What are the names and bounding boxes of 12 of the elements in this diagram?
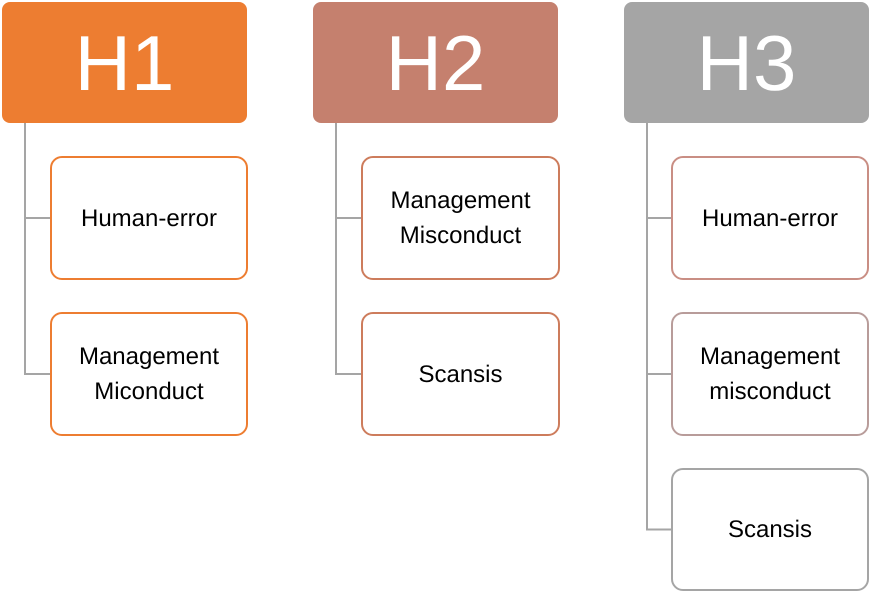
item-box: Management Misconduct	[361, 156, 560, 280]
connector-line	[335, 123, 361, 375]
item-box: Scansis	[671, 468, 869, 591]
item-box: Scansis	[361, 312, 560, 436]
item-box: Management Miconduct	[50, 312, 248, 436]
item-box: Human-error	[671, 156, 869, 280]
header-box: H3	[624, 2, 869, 123]
item-box: Management misconduct	[671, 312, 869, 436]
header-box: H2	[313, 2, 558, 123]
connector-line	[24, 123, 50, 375]
item-box: Human-error	[50, 156, 248, 280]
header-box: H1	[2, 2, 247, 123]
